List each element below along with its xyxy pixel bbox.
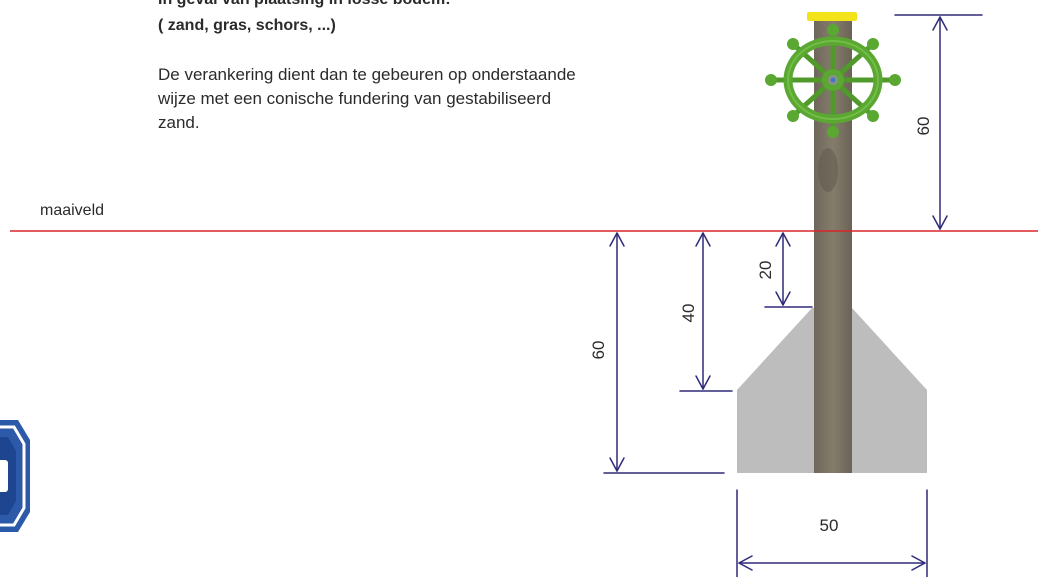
label-foundation-depth: 60 bbox=[589, 341, 608, 360]
dimension-cone-depth bbox=[679, 232, 733, 392]
description-line-2: wijze met een conische fundering van ges… bbox=[158, 89, 552, 108]
dimension-foundation-depth bbox=[603, 232, 725, 474]
label-post-embed: 20 bbox=[756, 261, 775, 280]
description-line-1: De verankering dient dan te gebeuren op … bbox=[158, 65, 576, 84]
steering-wheel bbox=[765, 24, 901, 138]
company-logo bbox=[0, 420, 30, 532]
dimension-post-embed bbox=[764, 232, 813, 308]
ground-level-label: maaiveld bbox=[40, 202, 105, 219]
label-foundation-width: 50 bbox=[820, 516, 839, 535]
placement-heading: In geval van plaatsing in losse bodem: bbox=[158, 0, 718, 13]
label-above-ground: 60 bbox=[914, 117, 933, 136]
dimension-foundation-width bbox=[736, 489, 928, 577]
description-line-3: zand. bbox=[158, 113, 200, 132]
intro-text: In geval van plaatsing in losse bodem: (… bbox=[158, 0, 718, 135]
anchoring-description: De verankering dient dan te gebeuren op … bbox=[158, 63, 718, 135]
soil-types: ( zand, gras, schors, ...) bbox=[158, 17, 336, 34]
post-shadow bbox=[818, 148, 838, 192]
post-cap bbox=[807, 12, 857, 21]
dimension-above-ground bbox=[894, 14, 983, 230]
label-cone-depth: 40 bbox=[679, 304, 698, 323]
